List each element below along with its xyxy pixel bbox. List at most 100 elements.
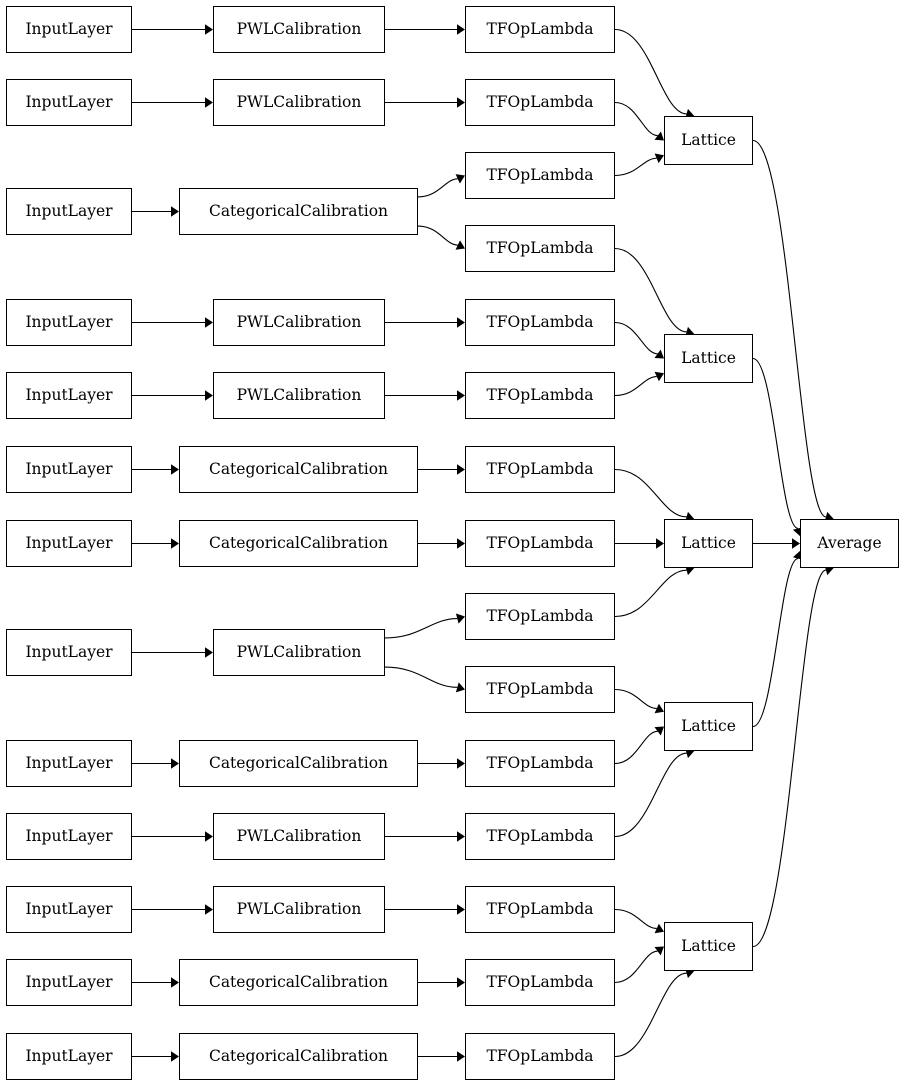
edge-cal11-to-op13 [418,977,465,988]
node-label: CategoricalCalibration [208,533,389,552]
node-in1[interactable]: InputLayer [6,79,132,126]
edge-line [614,157,657,177]
node-cal4[interactable]: PWLCalibration [213,372,385,419]
node-op2[interactable]: TFOpLambda [465,152,615,199]
node-op3[interactable]: TFOpLambda [465,225,615,272]
edge-op8-to-lat2 [614,565,695,618]
node-cal12[interactable]: CategoricalCalibration [179,1033,418,1080]
node-label: Lattice [681,716,736,735]
node-in9[interactable]: InputLayer [6,813,132,860]
edge-arrowhead [656,538,664,549]
node-op9[interactable]: TFOpLambda [465,666,615,713]
edge-in10-to-cal10 [132,904,213,915]
node-in11[interactable]: InputLayer [6,959,132,1006]
node-cal2[interactable]: CategoricalCalibration [179,188,418,235]
node-lat2[interactable]: Lattice [664,519,753,568]
edge-op9-to-lat3 [614,688,664,714]
node-label: Lattice [681,533,736,552]
edge-line [614,569,687,618]
node-in6[interactable]: InputLayer [6,520,132,567]
edge-arrowhead [457,977,465,988]
node-cal10[interactable]: PWLCalibration [213,886,385,933]
node-avg[interactable]: Average [800,519,899,568]
edge-arrowhead [205,390,213,401]
edge-line [614,247,687,333]
node-in8[interactable]: InputLayer [6,740,132,787]
edge-line [384,618,458,639]
node-op14[interactable]: TFOpLambda [465,1033,615,1080]
node-label: TFOpLambda [486,19,594,38]
node-in7[interactable]: InputLayer [6,629,132,676]
node-op0[interactable]: TFOpLambda [465,6,615,53]
node-in0[interactable]: InputLayer [6,6,132,53]
edge-cal6-to-op7 [418,538,465,549]
edge-op10-to-lat3 [614,726,664,765]
node-lat4[interactable]: Lattice [664,922,753,971]
edge-cal8-to-op10 [418,758,465,769]
edge-cal4-to-op5 [385,390,465,401]
node-cal5[interactable]: CategoricalCalibration [179,446,418,493]
node-label: PWLCalibration [236,826,362,845]
node-op13[interactable]: TFOpLambda [465,959,615,1006]
node-cal0[interactable]: PWLCalibration [213,6,385,53]
edge-arrowhead [654,153,664,164]
node-lat0[interactable]: Lattice [664,116,753,165]
edge-in3-to-cal3 [132,317,213,328]
node-label: PWLCalibration [236,899,362,918]
node-label: PWLCalibration [236,92,362,111]
node-in10[interactable]: InputLayer [6,886,132,933]
node-op11[interactable]: TFOpLambda [465,813,615,860]
node-op5[interactable]: TFOpLambda [465,372,615,419]
node-cal6[interactable]: CategoricalCalibration [179,520,418,567]
node-cal9[interactable]: PWLCalibration [213,813,385,860]
node-op6[interactable]: TFOpLambda [465,446,615,493]
edge-arrowhead [457,24,465,35]
node-in2[interactable]: InputLayer [6,188,132,235]
edge-arrowhead [457,831,465,842]
node-op12[interactable]: TFOpLambda [465,886,615,933]
node-op8[interactable]: TFOpLambda [465,593,615,640]
edge-line [614,730,658,765]
edge-arrowhead [654,946,664,956]
node-op7[interactable]: TFOpLambda [465,520,615,567]
edge-cal7-to-op9 [384,666,465,693]
node-cal8[interactable]: CategoricalCalibration [179,740,418,787]
edge-op6-to-lat2 [614,468,695,522]
edge-arrowhead [171,1051,179,1062]
node-op10[interactable]: TFOpLambda [465,740,615,787]
edge-op4-to-lat1 [614,321,664,359]
edge-lat4-to-avg [752,565,834,948]
node-lat3[interactable]: Lattice [664,702,753,751]
node-label: TFOpLambda [486,1046,594,1065]
node-cal7[interactable]: PWLCalibration [213,629,385,676]
node-lat1[interactable]: Lattice [664,334,753,383]
edge-lat0-to-avg [752,139,834,522]
node-cal11[interactable]: CategoricalCalibration [179,959,418,1006]
node-op1[interactable]: TFOpLambda [465,79,615,126]
edge-arrowhead [455,682,465,693]
node-label: CategoricalCalibration [208,1046,389,1065]
edge-arrowhead [171,538,179,549]
node-op4[interactable]: TFOpLambda [465,299,615,346]
node-in4[interactable]: InputLayer [6,372,132,419]
node-in12[interactable]: InputLayer [6,1033,132,1080]
node-label: TFOpLambda [486,972,594,991]
edge-cal5-to-op6 [418,464,465,475]
edge-arrowhead [455,240,465,250]
edge-in9-to-cal9 [132,831,213,842]
edge-arrowhead [205,904,213,915]
node-in5[interactable]: InputLayer [6,446,132,493]
edge-op2-to-lat0 [614,153,664,177]
edge-cal10-to-op12 [385,904,465,915]
edge-arrowhead [457,464,465,475]
node-in3[interactable]: InputLayer [6,299,132,346]
edge-line [417,225,458,246]
edge-in0-to-cal0 [132,24,213,35]
edge-cal3-to-op4 [385,317,465,328]
edge-line [614,752,687,838]
edge-op5-to-lat1 [614,371,664,397]
node-cal3[interactable]: PWLCalibration [213,299,385,346]
node-cal1[interactable]: PWLCalibration [213,79,385,126]
node-label: InputLayer [25,312,113,331]
